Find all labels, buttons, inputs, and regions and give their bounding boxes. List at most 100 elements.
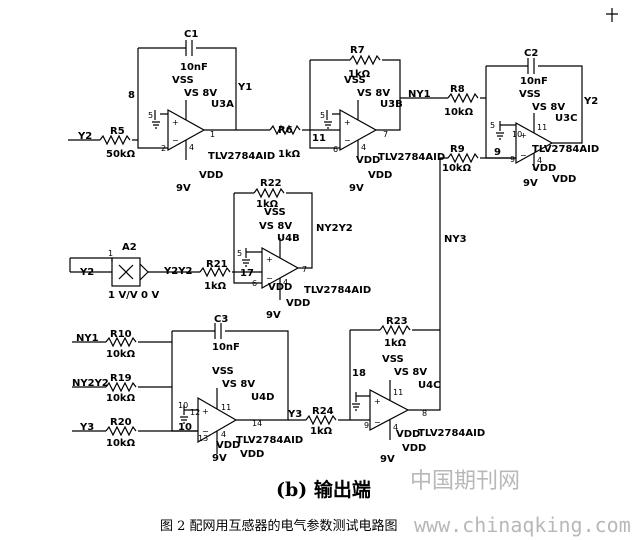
u4d-label: U4D <box>251 392 274 403</box>
capacitor-c2-icon <box>527 58 535 74</box>
ground-icon <box>496 121 516 140</box>
resistor-r9-icon <box>447 152 479 164</box>
opamp-u4d <box>197 388 238 454</box>
capacitor-c1-icon <box>185 40 193 56</box>
u3a-vs-label: VS 8V <box>184 88 217 99</box>
u4c-pin4: 4 <box>393 423 398 432</box>
u4b-minus: − <box>266 274 273 283</box>
u3b-part: TLV2784AID <box>378 152 445 163</box>
u3c-9v: 9V <box>523 178 538 189</box>
u4d-9v: 9V <box>212 453 227 464</box>
u4c-plus: + <box>374 397 381 406</box>
u4c-9v: 9V <box>380 454 395 465</box>
c2-value: 10nF <box>520 76 548 87</box>
r21-label: R21 <box>206 259 228 270</box>
a2-label: A2 <box>122 242 137 253</box>
u3a-part: TLV2784AID <box>208 151 275 162</box>
node-17: 17 <box>240 268 254 279</box>
capacitor-c3-icon <box>214 323 222 339</box>
r20-value: 10kΩ <box>106 438 136 449</box>
r23-value: 1kΩ <box>384 338 407 349</box>
u4d-vdd2: VDD <box>240 449 264 460</box>
node-11: 11 <box>312 133 326 144</box>
u4c-part: TLV2784AID <box>418 428 485 439</box>
a2-y2-label: Y2 <box>79 267 94 278</box>
r23-feedback-wire <box>349 329 441 420</box>
u3b-9v: 9V <box>349 183 364 194</box>
r5-value: 50kΩ <box>106 149 136 160</box>
c2-label: C2 <box>524 48 538 59</box>
c3-value: 10nF <box>212 342 240 353</box>
u4b-pin4: 4 <box>283 278 288 287</box>
r8-label: R8 <box>450 84 465 95</box>
opamp-u3c <box>515 113 554 170</box>
u3c-plus: + <box>520 131 527 140</box>
u4c-minus: − <box>374 418 381 427</box>
r7-feedback-wire <box>309 59 401 149</box>
u3c-pin4: 4 <box>537 156 542 165</box>
r23-label: R23 <box>386 316 408 327</box>
u4d-pin4: 4 <box>221 430 226 439</box>
figure-title: 图 2 配网用互感器的电气参数测试电路图 <box>160 518 398 534</box>
u4d-vdd: VDD <box>216 440 240 451</box>
y1-label: Y1 <box>237 82 252 93</box>
ground-icon <box>352 392 370 411</box>
u3c-pin5: 5 <box>490 121 495 130</box>
u3a-vdd: VDD <box>199 170 223 181</box>
u3c-vdd: VDD <box>532 163 556 174</box>
resistor-r21-icon <box>199 266 231 278</box>
resistor-r20-icon <box>105 425 137 437</box>
y2-output-label: Y2 <box>583 96 598 107</box>
node-18: 18 <box>352 368 366 379</box>
r6-value: 1kΩ <box>278 149 301 160</box>
r24-value: 1kΩ <box>310 426 333 437</box>
u4d-minus: − <box>202 427 209 436</box>
u3c-vdd2: VDD <box>552 174 576 185</box>
u3b-vs-label: VS 8V <box>357 88 390 99</box>
watermark-url: www.chinaqking.com <box>414 513 631 537</box>
u3b-pin7: 7 <box>383 130 388 139</box>
u4b-vs-label: VS 8V <box>259 221 292 232</box>
ground-icon <box>152 110 168 129</box>
u4b-plus: + <box>266 255 273 264</box>
u4b-vdd: VDD <box>268 282 292 293</box>
u3b-vss-label: VSS <box>344 75 366 86</box>
u3a-9v: 9V <box>176 183 191 194</box>
multiplier-a2 <box>111 257 149 287</box>
u4c-label: U4C <box>418 380 440 391</box>
u3b-pin6: 6 <box>333 145 338 154</box>
r19-label: R19 <box>110 373 132 384</box>
ny2y2-output-label: NY2Y2 <box>316 223 353 234</box>
y2y2-label: Y2Y2 <box>163 266 192 277</box>
u4c-vdd2: VDD <box>402 443 426 454</box>
u3c-pin11: 11 <box>537 123 547 132</box>
node-8: 8 <box>128 90 135 101</box>
a2-input-wires <box>69 257 113 273</box>
u4b-9v: 9V <box>266 310 281 321</box>
u3c-pin10: 10 <box>512 130 522 139</box>
u4c-vdd: VDD <box>396 429 420 440</box>
u4d-pin14: 14 <box>252 419 262 428</box>
u4d-pin13: 13 <box>198 434 208 443</box>
r7-value: 1kΩ <box>348 69 371 80</box>
u3a-pin5: 5 <box>148 111 153 120</box>
u3b-pin5: 5 <box>320 111 325 120</box>
opamp-u4b <box>261 238 300 300</box>
resistor-r23-icon <box>379 324 411 336</box>
resistor-r8-icon <box>447 92 479 104</box>
u4b-vss-label: VSS <box>264 207 286 218</box>
u4c-vs-label: VS 8V <box>394 367 427 378</box>
u4c-vss-label: VSS <box>382 354 404 365</box>
u3a-plus: + <box>172 118 179 127</box>
c1-value: 10nF <box>180 62 208 73</box>
ny3-label: NY3 <box>444 234 467 245</box>
r7-label: R7 <box>350 45 365 56</box>
u3a-pin4: 4 <box>189 143 194 152</box>
ny2y2-input-label: NY2Y2 <box>72 378 109 389</box>
u3a-pin1: 1 <box>210 130 215 139</box>
subfigure-caption: (b) 输出端 <box>276 478 371 501</box>
ny3-wire <box>439 157 516 330</box>
u4d-ref-pin: 10 <box>178 401 188 410</box>
y3-output-label: Y3 <box>287 409 302 420</box>
